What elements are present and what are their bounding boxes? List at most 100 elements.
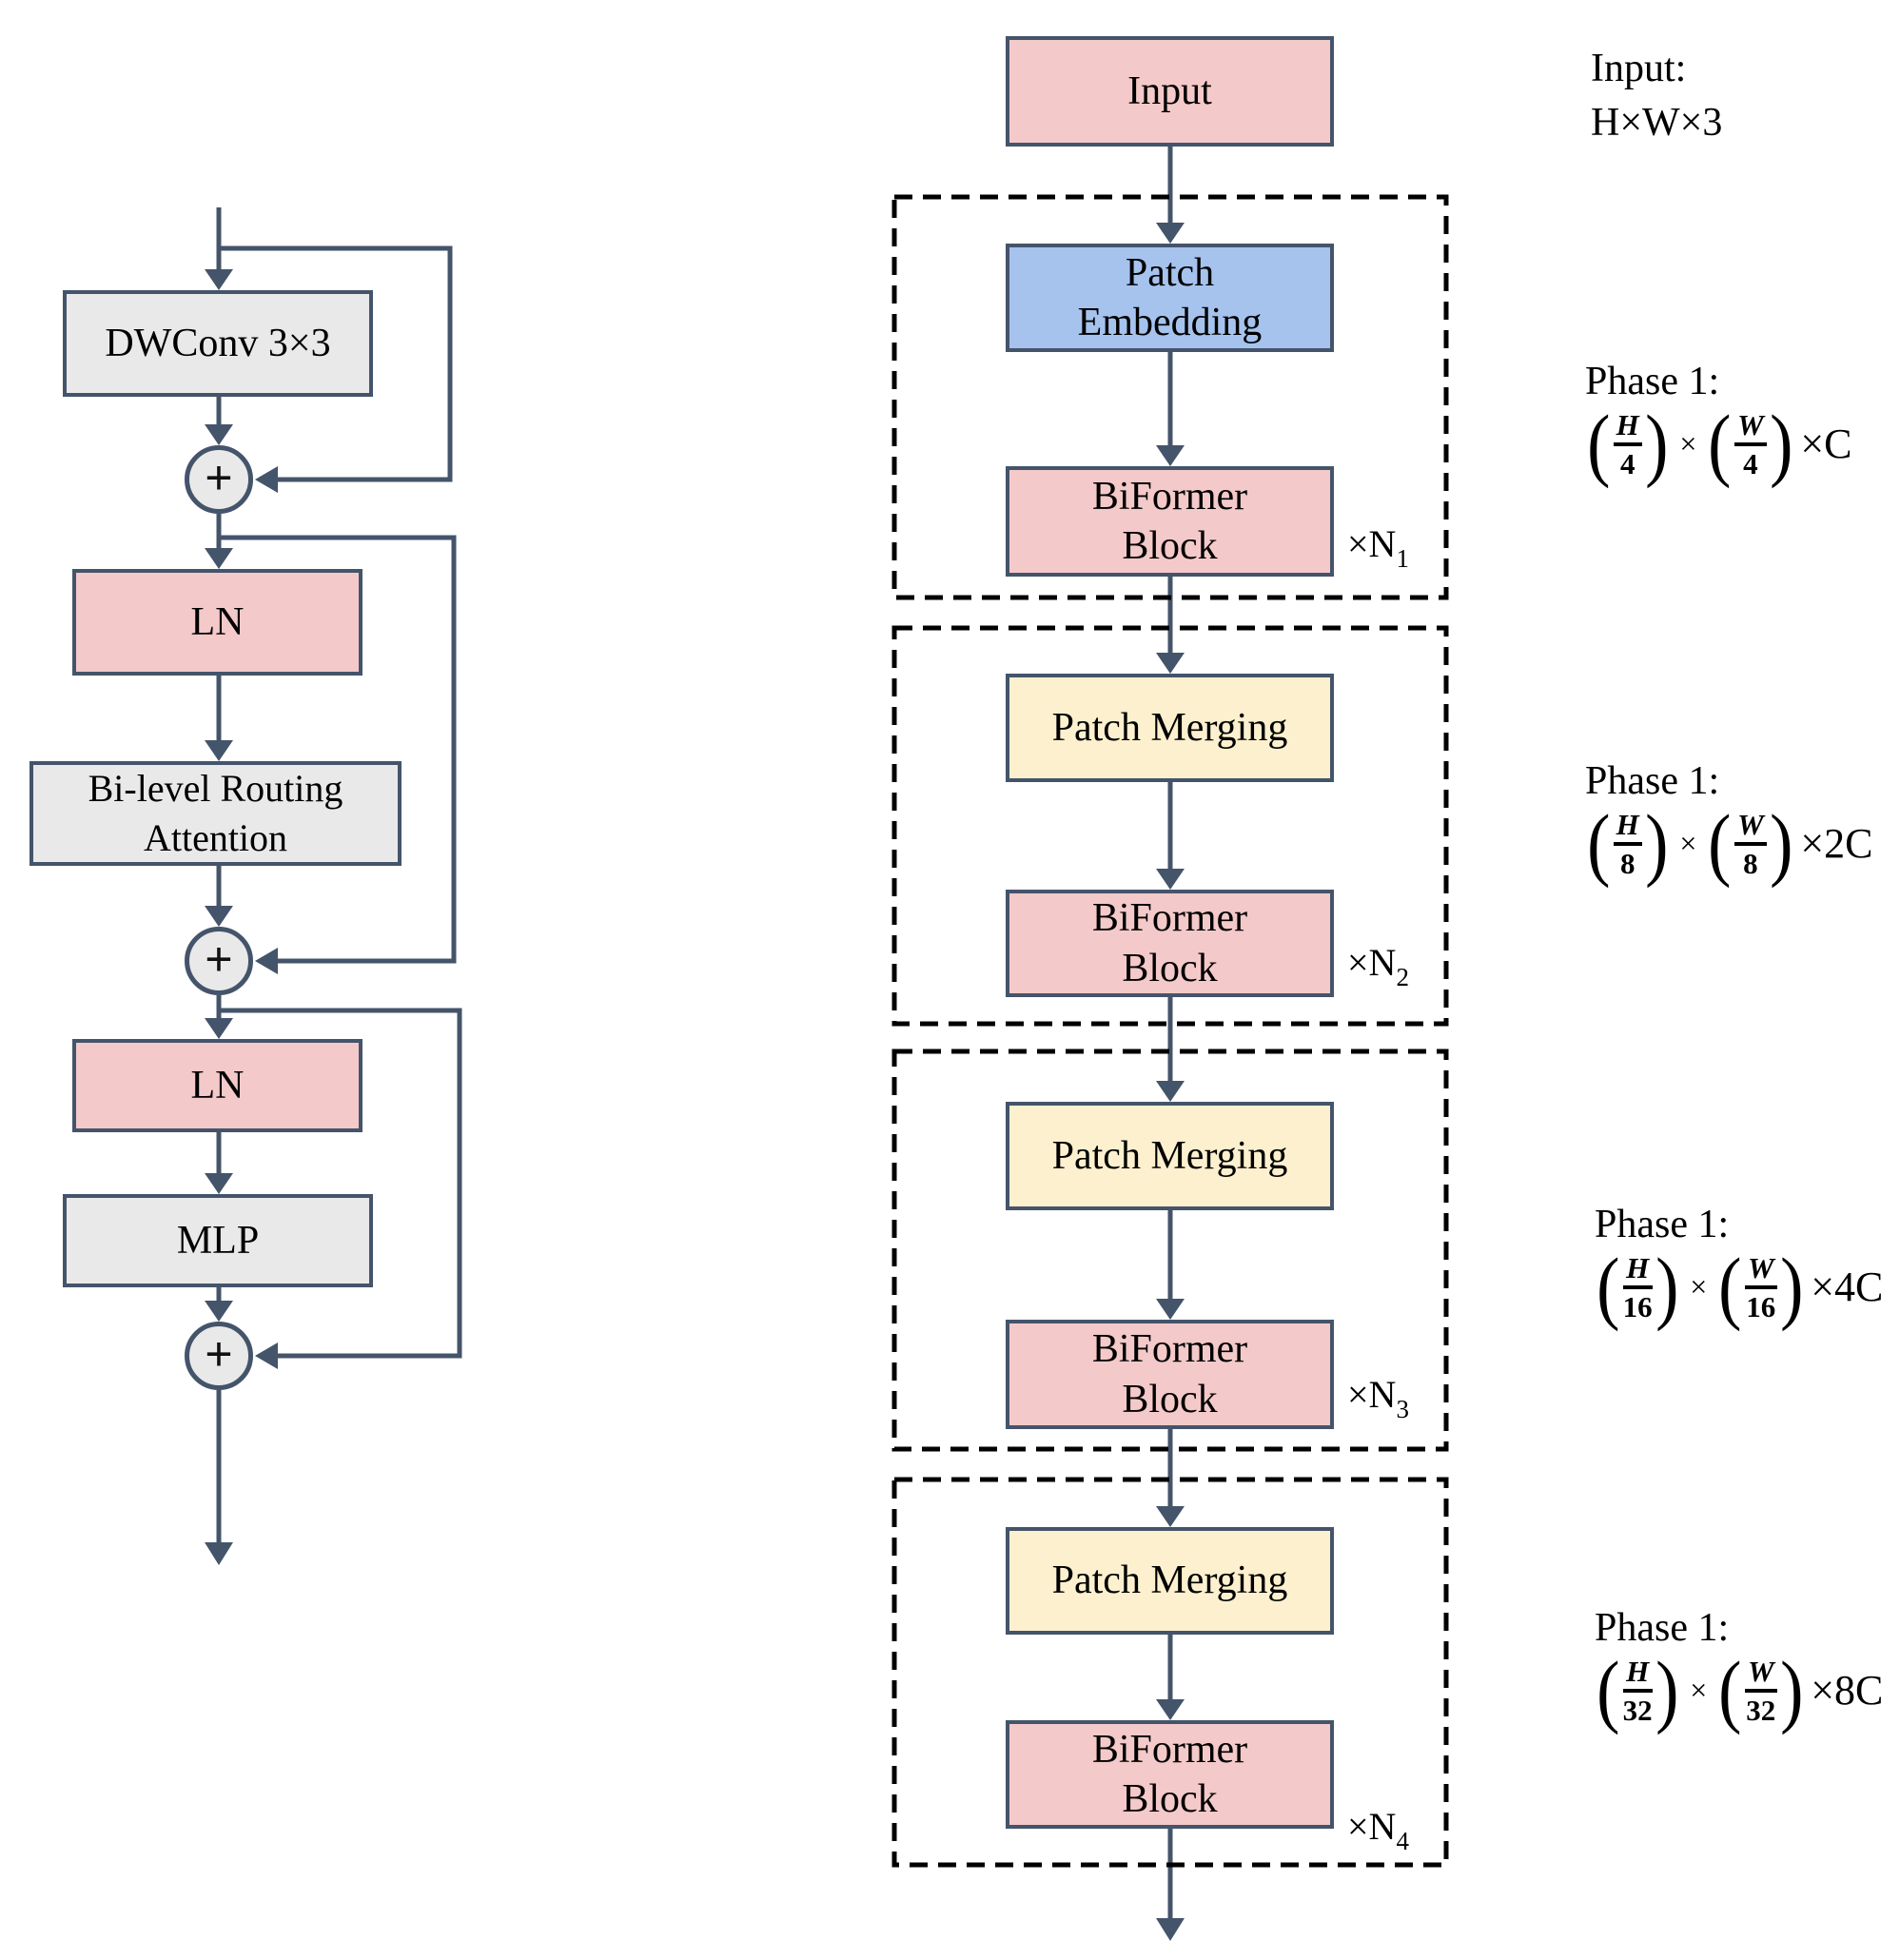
- repeat-n1-base: ×N: [1347, 522, 1397, 565]
- phase-3-formula: ( H 16 ) × ( W 16 ) ×4C: [1595, 1241, 1884, 1333]
- times-sign: ×: [1690, 1269, 1708, 1304]
- phase-4-title: Phase 1:: [1595, 1606, 1730, 1650]
- patch-merging-block-2: Patch Merging: [1006, 674, 1334, 782]
- left-paren: (: [1718, 1241, 1742, 1333]
- fraction-numerator: H: [1616, 807, 1639, 841]
- input-annotation: Input: H×W×3: [1591, 42, 1722, 149]
- left-paren: (: [1718, 1644, 1742, 1736]
- right-paren: ): [1769, 398, 1793, 490]
- fraction-w: W 8: [1734, 810, 1767, 878]
- fraction-numerator: W: [1747, 1250, 1774, 1284]
- arrowhead-add1-top: [205, 424, 233, 445]
- fraction-denominator: 8: [1743, 846, 1758, 880]
- arrowhead-dwconv: [205, 269, 233, 290]
- arrowhead-attention: [205, 740, 233, 761]
- patch-merging-block-3: Patch Merging: [1006, 1102, 1334, 1210]
- fraction-denominator: 32: [1746, 1693, 1776, 1727]
- biformer-2-line1: BiFormer: [1091, 896, 1248, 940]
- fraction-denominator: 4: [1619, 446, 1636, 480]
- repeat-n2-base: ×N: [1347, 941, 1397, 984]
- repeat-n3-base: ×N: [1347, 1373, 1397, 1416]
- times-sign: ×: [1679, 826, 1697, 861]
- arrowhead-left-output: [205, 1542, 233, 1565]
- right-paren: ): [1644, 398, 1669, 490]
- arrowhead-patch-merging2: [1156, 653, 1185, 674]
- attention-label-line2: Attention: [143, 816, 288, 859]
- fraction-h: H 4: [1613, 407, 1642, 480]
- arrowhead-biformer2: [1156, 869, 1185, 890]
- fraction-h: H 16: [1622, 1250, 1653, 1323]
- input-label: Input: [1127, 69, 1212, 113]
- patch-merging-block-4: Patch Merging: [1006, 1527, 1334, 1635]
- biformer-4-line1: BiFormer: [1091, 1727, 1248, 1772]
- biformer-1-line1: BiFormer: [1091, 474, 1248, 519]
- biformer-3-line1: BiFormer: [1091, 1327, 1248, 1371]
- arrowhead-biformer1: [1156, 445, 1185, 466]
- right-paren: ): [1644, 797, 1669, 890]
- plus-icon: +: [205, 932, 233, 986]
- fraction-bar: [1622, 1688, 1653, 1693]
- arrowhead-biformer3: [1156, 1299, 1185, 1320]
- left-paren: (: [1708, 797, 1732, 890]
- fraction-bar: [1622, 1284, 1653, 1289]
- fraction-denominator: 4: [1743, 446, 1758, 480]
- fraction-numerator: W: [1737, 807, 1764, 841]
- arrowhead-add2-left: [255, 948, 278, 974]
- right-paren: ): [1655, 1241, 1679, 1333]
- repeat-n3-subscript: 3: [1396, 1395, 1409, 1423]
- fraction-numerator: H: [1616, 407, 1639, 441]
- repeat-n4-base: ×N: [1347, 1805, 1397, 1848]
- channel-suffix: ×C: [1800, 421, 1852, 468]
- layernorm-2-label: LN: [190, 1063, 245, 1107]
- bilevel-routing-attention-block: Bi-level Routing Attention: [29, 761, 402, 866]
- arrowhead-ln1: [205, 548, 233, 569]
- left-paren: (: [1596, 1241, 1620, 1333]
- patch-merging-4-label: Patch Merging: [1051, 1558, 1288, 1603]
- right-paren: ): [1779, 1241, 1804, 1333]
- right-paren: ): [1779, 1644, 1804, 1736]
- biformer-2-line2: Block: [1122, 946, 1218, 990]
- channel-suffix: ×4C: [1811, 1264, 1884, 1311]
- fraction-w: W 4: [1734, 410, 1767, 479]
- left-paren: (: [1587, 797, 1611, 890]
- attention-label-line1: Bi-level Routing: [88, 767, 343, 810]
- patch-embedding-line2: Embedding: [1077, 301, 1263, 344]
- patch-embedding-line1: Patch: [1125, 250, 1215, 295]
- fraction-bar: [1734, 841, 1767, 846]
- fraction-numerator: H: [1626, 1250, 1650, 1284]
- patch-merging-3-label: Patch Merging: [1051, 1133, 1288, 1178]
- dwconv-label: DWConv 3×3: [105, 321, 331, 365]
- input-annotation-dims: H×W×3: [1591, 100, 1723, 145]
- repeat-n4-subscript: 4: [1396, 1827, 1409, 1855]
- arrowhead-ln2: [205, 1018, 233, 1039]
- add-node-3: +: [185, 1322, 253, 1390]
- arrowhead-right-output: [1156, 1918, 1185, 1941]
- patch-merging-2-label: Patch Merging: [1051, 705, 1288, 750]
- fraction-denominator: 16: [1746, 1289, 1776, 1323]
- mlp-block: MLP: [63, 1194, 373, 1287]
- phase-2-title: Phase 1:: [1585, 759, 1720, 803]
- mlp-label: MLP: [176, 1218, 260, 1263]
- phase-1-title: Phase 1:: [1585, 360, 1720, 403]
- fraction-numerator: W: [1737, 407, 1764, 441]
- left-paren: (: [1708, 398, 1732, 490]
- plus-icon: +: [205, 1327, 233, 1381]
- phase-annotation-3: Phase 1: ( H 16 ) × ( W 16 ) ×4C: [1595, 1203, 1884, 1333]
- arrowhead-add1-left: [255, 466, 278, 493]
- repeat-count-n4: ×N4: [1347, 1804, 1409, 1856]
- phase-2-formula: ( H 8 ) × ( W 8 ) ×2C: [1585, 797, 1872, 890]
- arrowhead-patch-merging4: [1156, 1506, 1185, 1527]
- patch-embedding-block: Patch Embedding: [1006, 244, 1334, 352]
- fraction-denominator: 8: [1619, 846, 1636, 880]
- repeat-count-n2: ×N2: [1347, 940, 1409, 992]
- fraction-denominator: 16: [1622, 1289, 1653, 1323]
- phase-annotation-4: Phase 1: ( H 32 ) × ( W 32 ) ×8C: [1595, 1606, 1884, 1736]
- arrowhead-biformer4: [1156, 1699, 1185, 1720]
- arrowhead-mlp: [205, 1173, 233, 1194]
- channel-suffix: ×8C: [1811, 1667, 1884, 1715]
- biformer-block-1: BiFormer Block: [1006, 466, 1334, 577]
- phase-4-formula: ( H 32 ) × ( W 32 ) ×8C: [1595, 1644, 1884, 1736]
- phase-annotation-1: Phase 1: ( H 4 ) × ( W 4 ) ×C: [1585, 360, 1852, 490]
- arrowhead-add2-top: [205, 906, 233, 927]
